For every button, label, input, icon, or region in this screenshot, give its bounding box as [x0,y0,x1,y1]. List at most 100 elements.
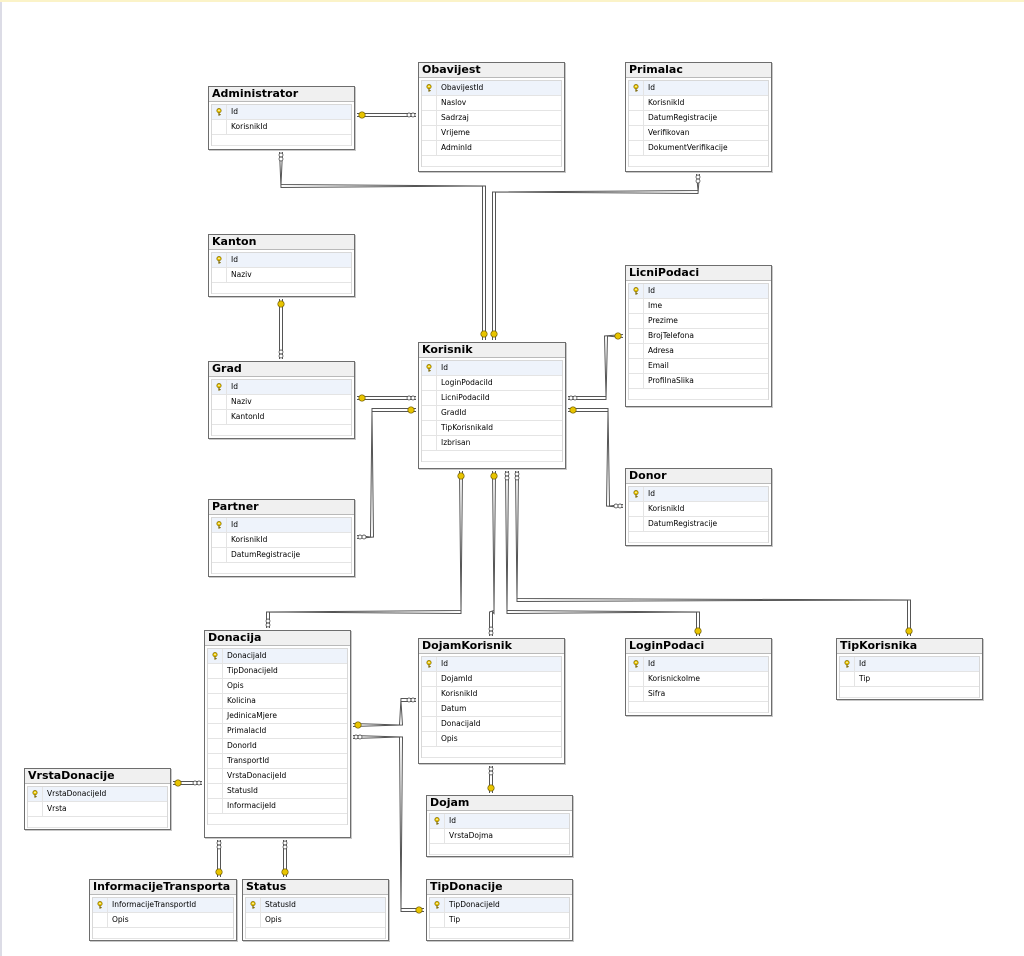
row-selector[interactable] [422,141,437,155]
row-selector[interactable] [246,898,261,912]
row-selector[interactable] [629,344,644,358]
primary-key-row[interactable]: InformacijeTransportId [93,898,233,913]
row-selector[interactable] [430,829,445,843]
column-row[interactable]: Naziv [212,268,351,283]
row-selector[interactable] [208,784,223,798]
table-title[interactable]: LicniPodaci [626,266,771,281]
column-row[interactable]: DokumentVerifikacije [629,141,768,156]
row-selector[interactable] [430,898,445,912]
row-selector[interactable] [208,739,223,753]
column-row[interactable]: TransportId [208,754,347,769]
row-selector[interactable] [629,126,644,140]
column-row[interactable]: Tip [430,913,569,928]
row-selector[interactable] [629,96,644,110]
primary-key-row[interactable]: Id [422,361,562,376]
column-row[interactable]: TipDonacijeId [208,664,347,679]
table-title[interactable]: Partner [209,500,354,515]
row-selector[interactable] [246,913,261,927]
table-title[interactable]: Kanton [209,235,354,250]
row-selector[interactable] [422,81,437,95]
row-selector[interactable] [629,502,644,516]
row-selector[interactable] [208,724,223,738]
row-selector[interactable] [422,702,437,716]
column-row[interactable]: LoginPodaciId [422,376,562,391]
row-selector[interactable] [28,802,43,816]
column-row[interactable]: KorisnikId [422,687,561,702]
column-row[interactable]: Opis [246,913,385,928]
primary-key-row[interactable]: Id [430,814,569,829]
column-row[interactable]: Email [629,359,768,374]
primary-key-row[interactable]: ObavijestId [422,81,561,96]
table-title[interactable]: Donacija [205,631,350,646]
column-row[interactable]: InformacijeId [208,799,347,814]
row-selector[interactable] [212,380,227,394]
row-selector[interactable] [629,517,644,531]
table-title[interactable]: Donor [626,469,771,484]
column-row[interactable]: KorisnikId [212,533,351,548]
column-row[interactable]: Izbrisan [422,436,562,451]
column-row[interactable]: AdminId [422,141,561,156]
column-row[interactable]: Vrijeme [422,126,561,141]
table-title[interactable]: LoginPodaci [626,639,771,654]
table-title[interactable]: Dojam [427,796,572,811]
primary-key-row[interactable]: Id [422,657,561,672]
row-selector[interactable] [212,518,227,532]
table-title[interactable]: Administrator [209,87,354,102]
column-row[interactable]: Vrsta [28,802,167,817]
column-row[interactable]: KorisnikId [212,120,351,135]
primary-key-row[interactable]: Id [212,380,351,395]
row-selector[interactable] [422,421,437,435]
row-selector[interactable] [422,376,437,390]
row-selector[interactable] [208,649,223,663]
column-row[interactable]: LicniPodaciId [422,391,562,406]
primary-key-row[interactable]: Id [629,284,768,299]
column-row[interactable]: Sifra [629,687,768,702]
row-selector[interactable] [422,687,437,701]
row-selector[interactable] [212,395,227,409]
row-selector[interactable] [629,81,644,95]
primary-key-row[interactable]: VrstaDonacijeId [28,787,167,802]
row-selector[interactable] [629,359,644,373]
primary-key-row[interactable]: Id [212,518,351,533]
row-selector[interactable] [28,787,43,801]
row-selector[interactable] [212,120,227,134]
column-row[interactable]: TipKorisnikaId [422,421,562,436]
row-selector[interactable] [629,284,644,298]
row-selector[interactable] [212,105,227,119]
row-selector[interactable] [422,361,437,375]
row-selector[interactable] [629,374,644,388]
column-row[interactable]: KantonId [212,410,351,425]
table-title[interactable]: Korisnik [419,343,565,358]
column-row[interactable]: KorisnickoIme [629,672,768,687]
row-selector[interactable] [629,657,644,671]
row-selector[interactable] [208,709,223,723]
row-selector[interactable] [208,769,223,783]
column-row[interactable]: ProfilnaSlika [629,374,768,389]
primary-key-row[interactable]: Id [629,487,768,502]
row-selector[interactable] [93,898,108,912]
row-selector[interactable] [422,111,437,125]
column-row[interactable]: DonorId [208,739,347,754]
row-selector[interactable] [422,406,437,420]
row-selector[interactable] [430,814,445,828]
row-selector[interactable] [422,672,437,686]
row-selector[interactable] [422,96,437,110]
primary-key-row[interactable]: Id [629,81,768,96]
column-row[interactable]: Naziv [212,395,351,410]
column-row[interactable]: JedinicaMjere [208,709,347,724]
row-selector[interactable] [629,141,644,155]
column-row[interactable]: Prezime [629,314,768,329]
column-row[interactable]: VrstaDonacijeId [208,769,347,784]
row-selector[interactable] [208,754,223,768]
column-row[interactable]: StatusId [208,784,347,799]
table-title[interactable]: TipDonacije [427,880,572,895]
column-row[interactable]: DatumRegistracije [629,111,768,126]
